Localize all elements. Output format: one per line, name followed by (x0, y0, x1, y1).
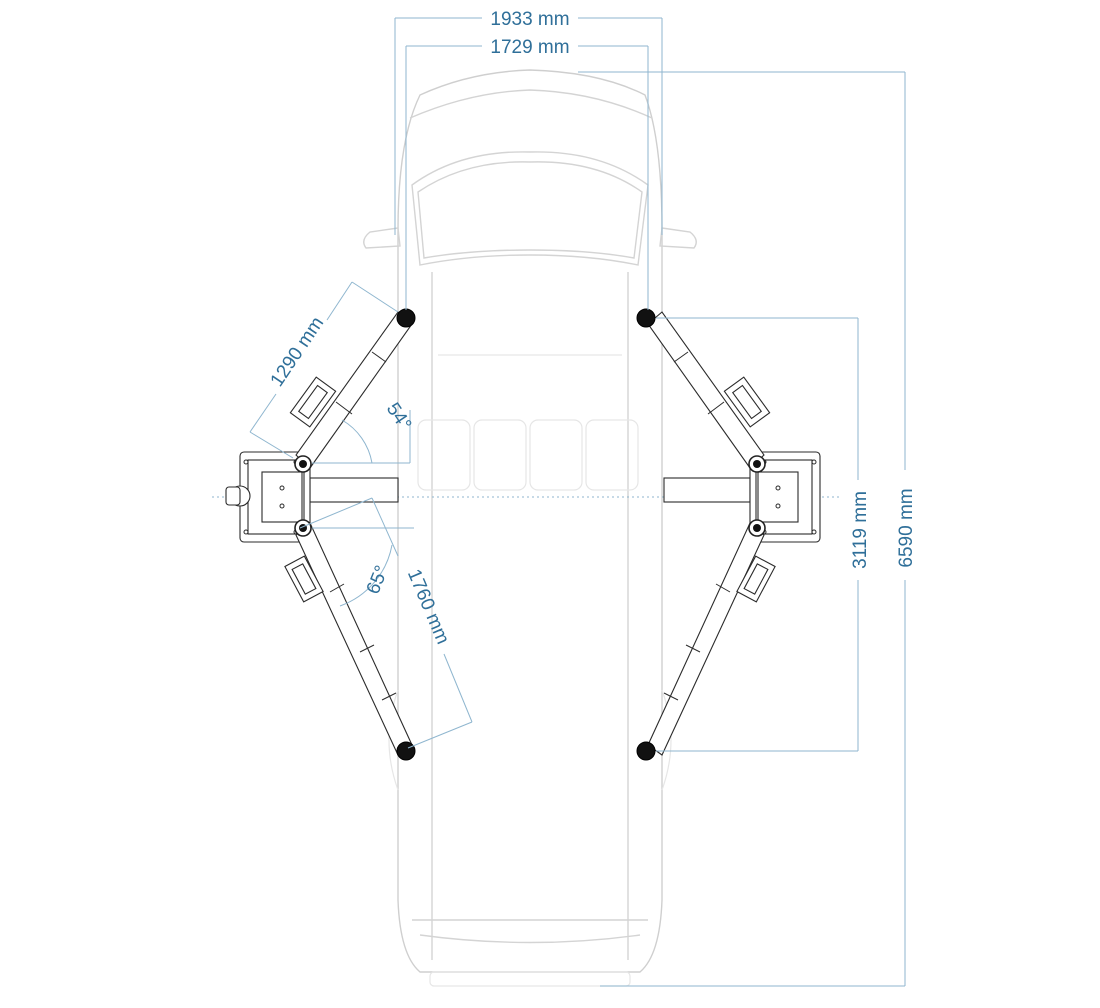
dim-overall-length: 6590 mm (578, 71, 917, 987)
wheelbase-label: 3119 mm (850, 491, 871, 569)
right-rear-arm (647, 522, 776, 756)
left-rear-pad (396, 741, 416, 761)
right-front-pad (636, 308, 656, 328)
right-mirror (659, 227, 697, 249)
left-front-pad (396, 308, 416, 328)
right-front-arm (647, 311, 771, 469)
rear-arm-angle-label: 65° (363, 563, 393, 598)
lift-crossbeam (309, 477, 751, 503)
right-rear-pad (636, 741, 656, 761)
right-column (749, 451, 821, 543)
overall-length-label: 6590 mm (896, 488, 917, 567)
left-rear-arm (284, 522, 413, 756)
track-width-label: 1729 mm (490, 37, 569, 58)
dim-overall-width: 1933 mm (394, 9, 663, 235)
overall-width-label: 1933 mm (490, 9, 569, 30)
dim-wheelbase: 3119 mm (656, 317, 871, 752)
left-mirror (363, 227, 401, 249)
left-front-arm (289, 311, 413, 469)
arm-pivots (294, 455, 766, 537)
dim-track-width: 1729 mm (405, 37, 649, 310)
left-column (225, 451, 311, 543)
